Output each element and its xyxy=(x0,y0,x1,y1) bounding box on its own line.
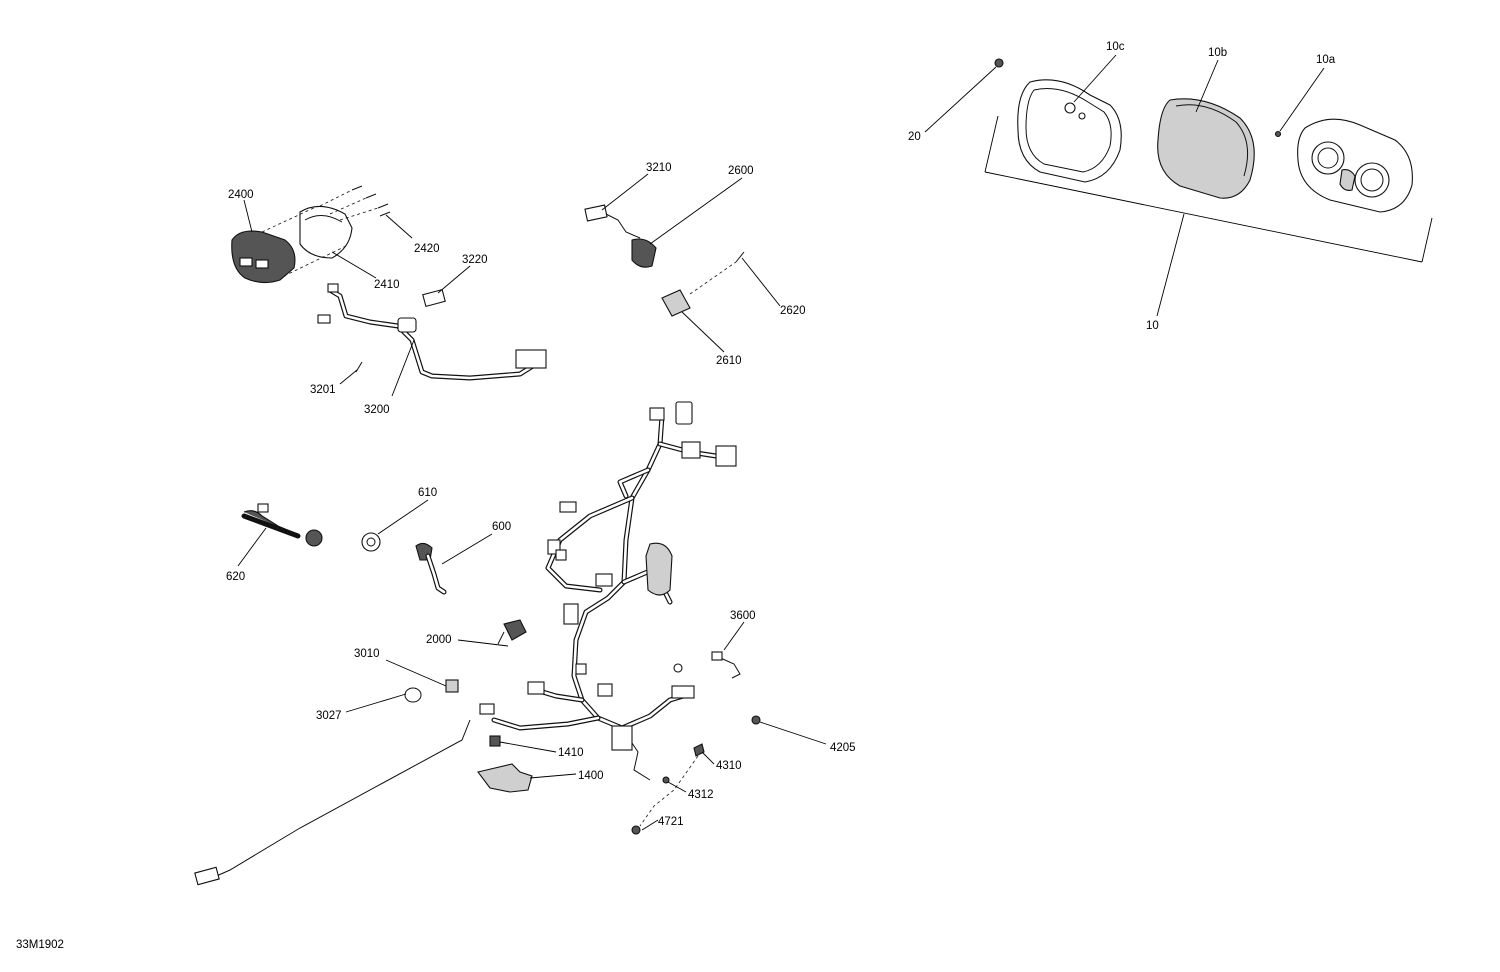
callout-4310: 4310 xyxy=(716,760,742,772)
callout-3200: 3200 xyxy=(364,404,390,416)
callout-10b: 10b xyxy=(1208,47,1227,59)
callout-2000: 2000 xyxy=(426,634,452,646)
connector-icon xyxy=(445,679,459,693)
harness-3210 xyxy=(584,204,657,268)
callout-10: 10 xyxy=(1146,320,1159,332)
connector-icon xyxy=(631,238,657,268)
callout-2610: 2610 xyxy=(716,355,742,367)
callout-labels: 2400 2420 2410 3220 3210 2600 2620 2610 … xyxy=(16,41,1336,951)
switch-icon xyxy=(231,230,296,284)
callout-2620: 2620 xyxy=(780,305,806,317)
callout-3010: 3010 xyxy=(354,648,380,660)
pin-icon xyxy=(735,251,745,263)
bezel-icon xyxy=(1017,79,1122,183)
callout-3220: 3220 xyxy=(462,254,488,266)
callout-610: 610 xyxy=(418,487,437,499)
connector-icon xyxy=(194,866,220,886)
callout-3027: 3027 xyxy=(316,710,342,722)
figure-code: 33M1902 xyxy=(16,939,64,951)
nut-icon xyxy=(751,715,761,725)
washer-icon xyxy=(662,776,670,784)
cable-icon xyxy=(715,655,741,679)
sub-harness-3200 xyxy=(317,283,547,381)
nut-icon xyxy=(994,58,1004,68)
bolt-icon xyxy=(693,743,705,757)
callout-2600: 2600 xyxy=(728,165,754,177)
callout-4312: 4312 xyxy=(688,789,714,801)
callout-4721: 4721 xyxy=(658,816,684,828)
lens-icon xyxy=(1157,98,1255,199)
callout-4205: 4205 xyxy=(830,742,856,754)
grommet-icon xyxy=(361,532,381,552)
callout-20: 20 xyxy=(908,131,921,143)
callout-1410: 1410 xyxy=(558,747,584,759)
sensor-icon xyxy=(503,619,527,641)
callout-10c: 10c xyxy=(1106,41,1125,53)
callout-2410: 2410 xyxy=(374,279,400,291)
nut-icon xyxy=(631,825,641,835)
connector-icon xyxy=(422,288,446,308)
callout-10a: 10a xyxy=(1316,54,1336,66)
relay-icon xyxy=(661,289,691,317)
main-wiring-harness xyxy=(479,401,737,781)
callout-620: 620 xyxy=(226,571,245,583)
callout-1400: 1400 xyxy=(578,770,604,782)
callout-2420: 2420 xyxy=(414,243,440,255)
switch-housing-assembly xyxy=(231,185,391,284)
housing-icon xyxy=(299,205,353,259)
ground-wire xyxy=(211,719,471,879)
callout-3201: 3201 xyxy=(310,384,336,396)
gauge-cluster-assembly xyxy=(984,58,1433,263)
screw-icon xyxy=(1274,130,1282,138)
bracket-icon xyxy=(477,763,533,793)
callout-3600: 3600 xyxy=(730,610,756,622)
callout-3210: 3210 xyxy=(646,162,672,174)
callout-600: 600 xyxy=(492,521,511,533)
plug-icon xyxy=(404,687,422,703)
callout-2400: 2400 xyxy=(228,189,254,201)
clip-icon xyxy=(489,735,501,747)
assembly-bracket xyxy=(984,171,1423,263)
